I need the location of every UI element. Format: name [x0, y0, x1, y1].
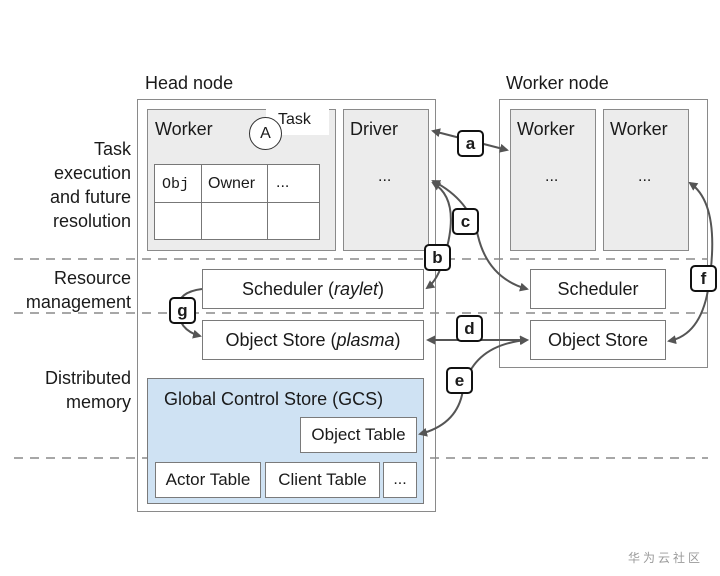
- arrow-f: [667, 181, 714, 345]
- head-object-store-box[interactable]: Object Store (plasma): [202, 320, 424, 360]
- head-node-title: Head node: [145, 73, 234, 93]
- worker-node-worker-1-label: Worker: [517, 119, 575, 139]
- gcs-more-box[interactable]: ...: [383, 462, 417, 498]
- table-header-more: ...: [276, 174, 290, 191]
- gcs-title: Global Control Store (GCS): [164, 389, 384, 409]
- worker-node-worker-1-ellipsis: ...: [545, 168, 559, 185]
- head-scheduler-impl: raylet: [334, 278, 379, 299]
- head-node-container: [137, 99, 436, 512]
- arrow-c: [431, 180, 529, 292]
- worker-node-title: Worker node: [506, 73, 609, 93]
- object-table-box[interactable]: Object Table: [300, 417, 417, 453]
- actor-circle: A: [249, 117, 282, 150]
- worker-scheduler-box[interactable]: Scheduler: [530, 269, 666, 309]
- head-object-store-close: ): [394, 329, 401, 350]
- table-header-obj: Obj: [162, 176, 190, 193]
- badge-g: g: [169, 297, 196, 324]
- worker-object-store-box[interactable]: Object Store: [530, 320, 666, 360]
- head-scheduler-box[interactable]: Scheduler (raylet): [202, 269, 424, 309]
- arrow-e: [418, 336, 529, 437]
- client-table-box[interactable]: Client Table: [265, 462, 380, 498]
- worker-node-worker-2[interactable]: [603, 109, 689, 251]
- row-label-task-execution: Task execution and future resolution: [49, 139, 131, 231]
- row-label-distributed-memory: Distributed memory: [44, 368, 131, 412]
- ownership-table: Obj Owner ...: [154, 164, 320, 240]
- driver-label: Driver: [350, 119, 398, 139]
- task-label: Task: [278, 111, 311, 128]
- badge-f: f: [690, 265, 717, 292]
- row-label-resource-management: Resource management: [25, 268, 131, 312]
- badge-d: d: [456, 315, 483, 342]
- head-worker-label: Worker: [155, 119, 213, 139]
- head-object-store-name: Object Store (: [225, 329, 337, 350]
- head-scheduler-close: ): [378, 278, 385, 299]
- actor-table-box[interactable]: Actor Table: [155, 462, 261, 498]
- watermark: 华为云社区: [628, 551, 704, 565]
- badge-b: b: [424, 244, 451, 271]
- head-scheduler-name: Scheduler (: [241, 278, 335, 299]
- head-object-store-impl: plasma: [336, 329, 395, 350]
- table-header-owner: Owner: [208, 175, 256, 192]
- badge-a: a: [457, 130, 484, 157]
- badge-e: e: [446, 367, 473, 394]
- driver-ellipsis: ...: [378, 168, 392, 185]
- arrow-b: [425, 181, 452, 290]
- worker-node-worker-2-label: Worker: [610, 119, 668, 139]
- badge-c: c: [452, 208, 479, 235]
- driver-box[interactable]: [343, 109, 429, 251]
- worker-node-worker-2-ellipsis: ...: [638, 168, 652, 185]
